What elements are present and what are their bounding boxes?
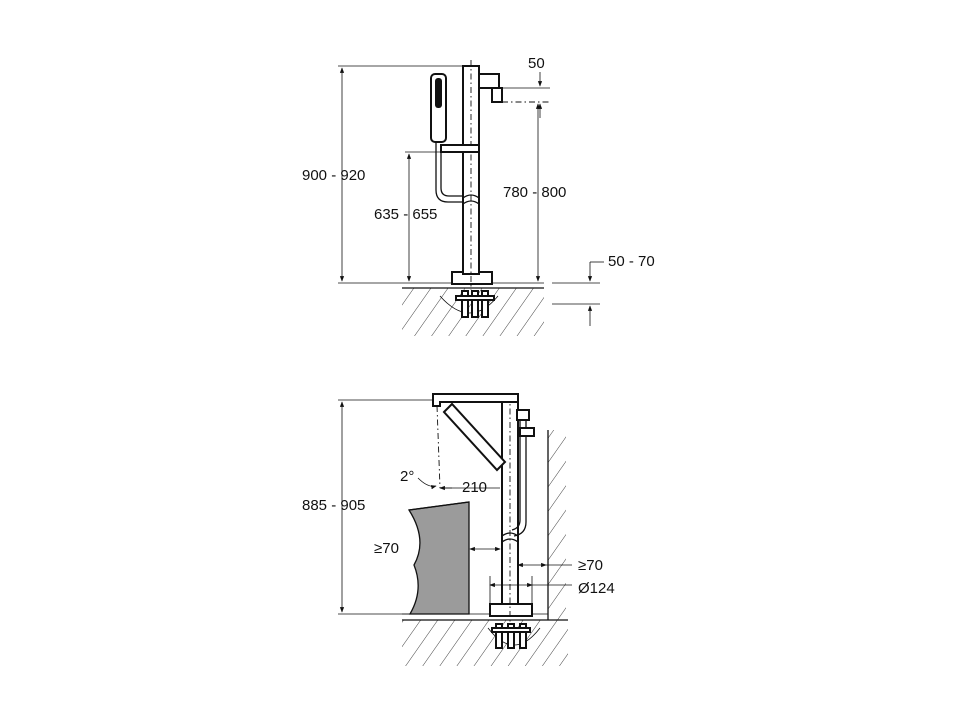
bottom-dimension-lines bbox=[338, 399, 572, 615]
dim-floor-depth-top: 50 - 70 bbox=[608, 253, 655, 270]
top-dimension-lines bbox=[338, 65, 604, 326]
dim-clearance-tub: ≥70 bbox=[374, 540, 399, 557]
bottom-wall bbox=[547, 430, 566, 620]
dim-clearance-wall: ≥70 bbox=[578, 557, 603, 574]
bottom-column bbox=[501, 395, 519, 622]
dim-angle: 2° bbox=[400, 468, 414, 485]
top-view-drawing: 900 - 920 635 - 655 780 - 800 50 50 - 70 bbox=[302, 55, 655, 336]
bottom-hand-shower bbox=[442, 402, 535, 537]
bottom-floor-anchors bbox=[491, 623, 531, 649]
bathtub bbox=[407, 501, 470, 615]
dim-spout-height: 780 - 800 bbox=[503, 184, 566, 201]
bottom-view-drawing: 885 - 905 2° 210 ≥70 ≥70 Ø124 bbox=[302, 393, 615, 666]
dim-reach: 210 bbox=[462, 479, 487, 496]
bottom-spout bbox=[432, 393, 519, 489]
dim-handshower-holder-height: 635 - 655 bbox=[374, 206, 437, 223]
bottom-base-plate bbox=[489, 603, 533, 617]
top-spout bbox=[478, 73, 503, 103]
dim-base-diameter: Ø124 bbox=[578, 580, 615, 597]
top-floor-anchors bbox=[455, 290, 495, 318]
dim-total-height-top: 900 - 920 bbox=[302, 167, 365, 184]
bottom-floor bbox=[402, 613, 568, 666]
top-column bbox=[462, 60, 480, 290]
dim-total-height-bottom: 885 - 905 bbox=[302, 497, 365, 514]
top-hand-shower bbox=[430, 73, 480, 203]
dim-spout-offset: 50 bbox=[528, 55, 545, 72]
